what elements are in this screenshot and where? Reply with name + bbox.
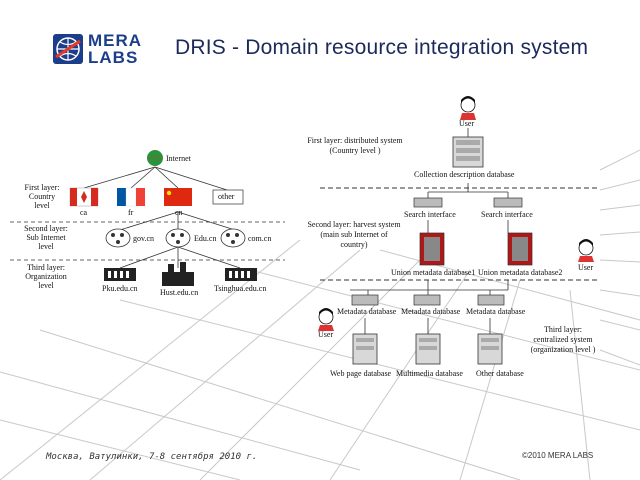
search-interface-label: Search interface — [404, 210, 456, 219]
footer-location-date: Москва, Ватулинки, 7-8 сентября 2010 г. — [46, 452, 258, 462]
layer3-label: Third layer: Organization level — [24, 263, 68, 290]
layer3-label-line: Third layer: — [27, 263, 65, 272]
search-interface-icon — [413, 197, 523, 208]
right-layer3-label: Third layer: centralized system (organiz… — [523, 325, 603, 355]
right-layer2-label-line: (main sub Internet of — [320, 230, 388, 239]
building-icon — [225, 268, 257, 281]
server-icon — [415, 333, 441, 365]
globe-logo-icon — [53, 34, 83, 64]
subdomain-label-edu: Edu.cn — [194, 234, 217, 243]
other-box — [212, 189, 244, 205]
connector — [427, 183, 509, 200]
right-layer3-label-line: (organization level ) — [530, 345, 596, 354]
user-icon — [460, 96, 476, 120]
leaf-db-label: Multimedia database — [396, 369, 463, 378]
layer1-label-line: Country — [28, 192, 56, 201]
metadata-db-label: Metadata database — [401, 307, 461, 316]
right-layer2-label-line: Second layer: harvest system — [307, 220, 401, 229]
right-layer1-label-line: First layer: distributed system — [307, 136, 403, 145]
layer2-label-line: Second layer: — [24, 224, 68, 233]
metadata-database-icon — [413, 294, 441, 306]
org-label-hust: Hust.edu.cn — [160, 288, 199, 297]
flag-canada-icon — [69, 187, 99, 207]
other-label: other — [218, 192, 235, 201]
connector — [364, 318, 491, 334]
page-title: DRIS - Domain resource integration syste… — [175, 36, 589, 59]
metadata-db-label: Metadata database — [337, 307, 397, 316]
server-icon — [477, 333, 503, 365]
user-label-top: User — [459, 119, 475, 128]
metadata-database-icon — [477, 294, 505, 306]
layer1-label-line: First layer: — [24, 183, 60, 192]
user-icon — [578, 239, 594, 262]
mera-labs-logo: MERA LABS — [52, 32, 162, 68]
internet-globe-icon — [147, 150, 163, 166]
connector — [350, 280, 509, 296]
metadata-db-label: Metadata database — [466, 307, 526, 316]
logo-text-mera: MERA — [88, 31, 143, 50]
building-icon — [104, 268, 136, 281]
country-label-cn: cn — [175, 208, 183, 217]
right-layer2-label-line: country) — [340, 240, 368, 249]
right-layer3-label-line: centralized system — [533, 335, 593, 344]
right-layer2-label: Second layer: harvest system (main sub I… — [304, 220, 404, 250]
union-db-label: Union metadata database1 — [391, 268, 476, 277]
country-connectors — [83, 166, 228, 191]
server-icon — [452, 136, 484, 168]
layer3-label-line: level — [38, 281, 54, 290]
right-layer3-label-line: Third layer: — [544, 325, 582, 334]
subdomain-label-gov: gov.cn — [133, 234, 155, 243]
subdomain-label-com: com.cn — [248, 234, 272, 243]
database-server-icon — [419, 232, 445, 266]
flag-france-icon — [117, 187, 145, 207]
right-layer1-label: First layer: distributed system (Country… — [305, 136, 405, 156]
country-label-fr: fr — [128, 208, 134, 217]
search-interface-label: Search interface — [481, 210, 533, 219]
layer1-label: First layer: Country level — [22, 183, 62, 210]
logo-text-labs: LABS — [88, 48, 139, 67]
subdomain-connectors — [119, 211, 236, 231]
user-label-right: User — [578, 263, 594, 272]
user-icon — [318, 308, 334, 331]
country-label-ca: ca — [80, 208, 88, 217]
layer2-label-line: level — [38, 242, 54, 251]
building-icon — [162, 262, 194, 286]
org-label-pku: Pku.edu.cn — [102, 284, 138, 293]
layer2-label: Second layer: Sub Internet level — [22, 224, 70, 251]
leaf-db-label: Other database — [476, 369, 524, 378]
metadata-database-icon — [351, 294, 379, 306]
layer1-label-line: level — [34, 201, 50, 210]
database-server-icon — [507, 232, 533, 266]
layer3-label-line: Organization — [25, 272, 67, 281]
union-db-label: Union metadata database2 — [478, 268, 563, 277]
right-layer1-label-line: (Country level ) — [329, 146, 381, 155]
user-label-bottom: User — [318, 330, 334, 339]
footer-copyright: ©2010 MERA LABS — [522, 451, 594, 460]
network-cluster-icon — [220, 228, 246, 248]
leaf-db-label: Web page database — [330, 369, 392, 378]
layer2-label-line: Sub Internet — [26, 233, 66, 242]
flag-china-icon — [164, 188, 192, 206]
left-diagram — [10, 150, 285, 286]
server-icon — [352, 333, 378, 365]
collection-db-label: Collection description database — [414, 170, 515, 179]
right-diagram — [318, 96, 600, 365]
network-cluster-icon — [105, 228, 131, 248]
network-cluster-icon — [165, 228, 191, 248]
internet-label: Internet — [166, 154, 191, 163]
connector — [427, 220, 509, 233]
org-label-tsinghua: Tsinghua.edu.cn — [214, 284, 267, 293]
org-connectors — [119, 246, 241, 269]
